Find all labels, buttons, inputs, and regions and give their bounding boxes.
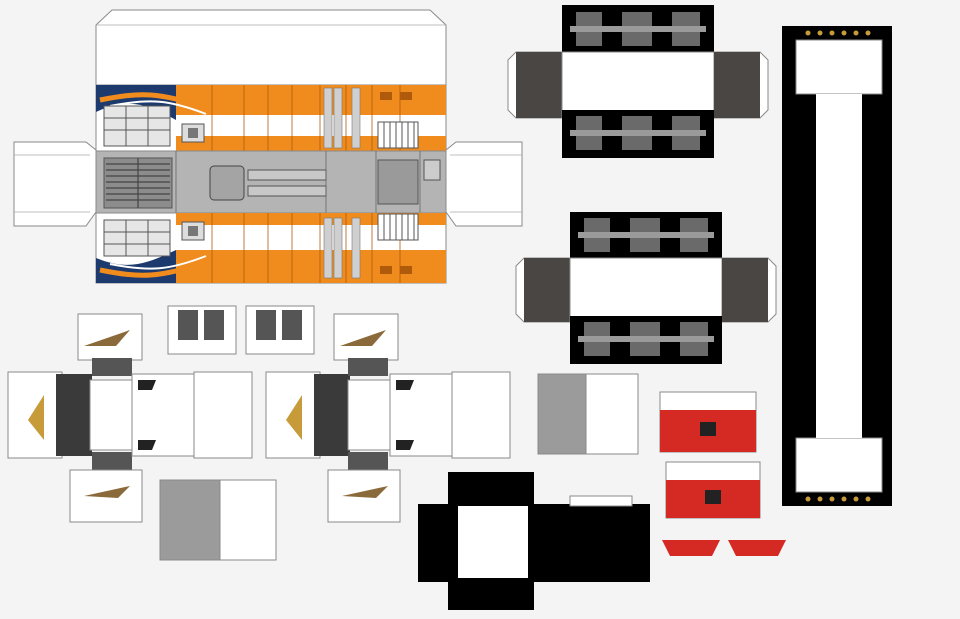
cab-net-left [7, 313, 253, 523]
small-box-nets [159, 373, 639, 561]
red-coupler-pieces [659, 391, 786, 556]
locomotive-body-net [13, 9, 523, 284]
bogie-bottom-net [515, 212, 777, 364]
bogie-top-net [507, 5, 769, 158]
black-base-box [418, 472, 650, 610]
window-grille-pieces [167, 305, 315, 355]
roof-strip [782, 26, 892, 506]
body-top-flap [95, 9, 447, 86]
cab-net-right [265, 313, 511, 523]
